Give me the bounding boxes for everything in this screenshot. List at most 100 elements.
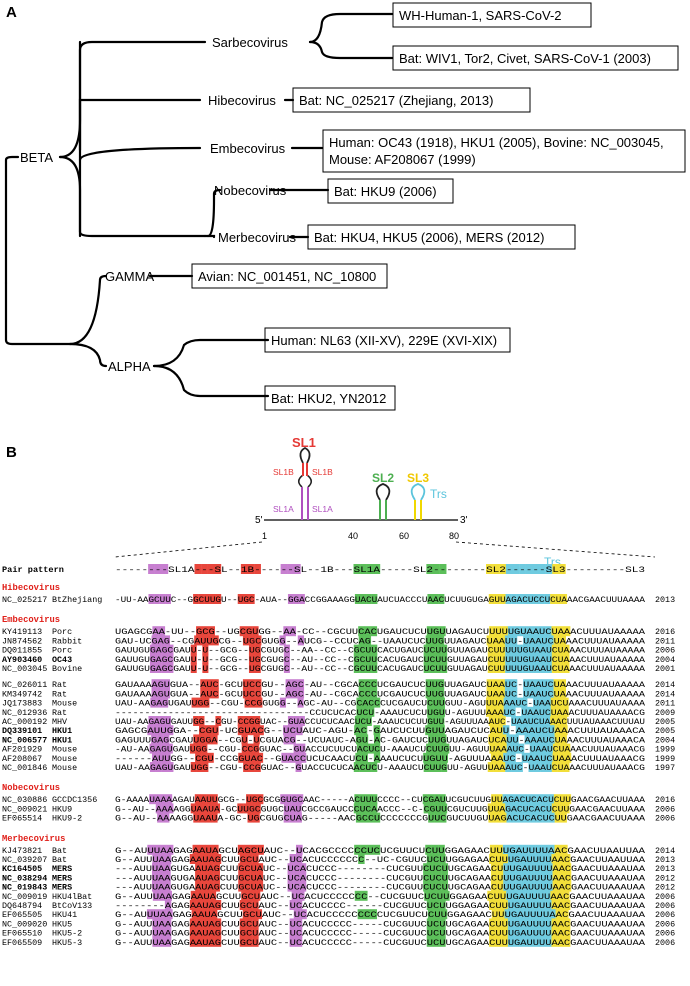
accession: NC_012936 [2,708,47,718]
sequence-highlight [163,812,170,823]
sequence-highlight [360,716,367,726]
sequence-highlight [193,594,199,604]
sequence-highlight [161,803,168,814]
sequence-highlight [152,936,159,947]
sequence-highlight [245,626,253,637]
sequence-highlight [437,635,445,646]
accession: AC_000192 [2,717,47,727]
sequence-highlight [353,663,360,673]
sequence-highlight [152,854,159,864]
sequence-highlight [202,927,209,938]
sequence-highlight [532,854,540,864]
sequence-highlight [526,626,533,637]
leaf-alpha-bat: Bat: HKU2, YN2012 [264,385,396,411]
sequence-highlight [148,594,155,604]
sequence-highlight [551,900,558,910]
sequence-highlight [189,936,197,947]
sequence-highlight [281,752,288,763]
sequence-highlight [511,594,517,604]
sequence-highlight [201,752,208,763]
sequence-highlight [511,803,518,814]
sequence-highlight [562,890,570,901]
panel-b-label: B [6,444,17,461]
sequence-highlight [287,594,294,604]
sequence-highlight [205,725,213,736]
sequence-highlight [512,734,519,745]
sequence-highlight [439,918,446,929]
pair-pattern-highlight [360,564,367,574]
sl1-loop [299,446,311,464]
sequence-highlight [279,635,286,646]
sequence-highlight [535,844,542,855]
sequence-highlight [246,794,252,805]
sequence-highlight [426,900,434,910]
sequence-highlight [522,844,529,855]
sequence-highlight [359,803,366,814]
leaf-hibeco: Bat: NC_025217 (Zhejiang, 2013) [292,87,531,113]
sequence-highlight [202,626,209,637]
sequence-highlight [486,697,493,708]
sequence-highlight [495,927,502,938]
sequence-highlight [528,844,536,855]
sequence-highlight [356,743,363,754]
accession: NC_006577 [2,735,47,745]
sequence-highlight [151,679,158,690]
sequence-highlight [507,918,515,929]
sequence-highlight [208,900,215,910]
node-alpha: ALPHA [108,359,151,374]
sequence-highlight [554,812,561,823]
sequence-highlight [239,918,247,929]
node-embecovirus: Embecovirus [210,141,286,156]
sequence-highlight [549,909,556,920]
leaf-text: Mouse: AF208067 (1999) [329,152,476,167]
sequence-highlight [490,863,498,874]
sequence-highlight [158,872,165,883]
leaf-sarbeco-bat: Bat: WIV1, Tor2, Civet, SARS-CoV-1 (2003… [392,45,679,71]
sequence-highlight [190,890,198,901]
accession: NC_025217 [2,595,47,605]
sequence-highlight [544,706,551,717]
sequence-highlight [289,803,296,814]
year: 2016 [655,627,675,637]
sequence-highlight [354,844,361,855]
sequence: UAU-AAGAGUGAUUGG--CGU-CCGGUGG--AGC-AU--C… [115,699,646,709]
sequence-highlight [254,803,261,814]
sequence-highlight [493,644,500,655]
sequence-highlight [160,725,167,736]
sequence-highlight [441,863,448,874]
sequence-highlight [250,844,258,855]
sequence-highlight [160,794,167,805]
sequence-highlight [154,794,161,805]
sequence-highlight [151,752,159,763]
node-hibecovirus: Hibecovirus [208,93,276,108]
sequence-highlight [155,762,162,772]
sequence-highlight [548,794,555,805]
sequence-highlight [493,803,500,814]
sequence-highlight [212,688,219,699]
sequence: G--AU--AAAAGGUAAUA-GCUUGCGUGCUAUCGCCGAUC… [115,804,646,814]
sequence-highlight [557,762,564,772]
sequence-highlight [509,706,516,717]
sequence: ---AUUUAAGUGAAUAGCUUGCUAUC--UCACUCCC----… [115,883,646,893]
sequence-highlight [429,752,436,763]
sequence-highlight [374,743,381,754]
sequence-highlight [557,644,564,655]
sequence-highlight [494,812,501,823]
sequence-highlight [505,803,512,814]
sequence-highlight [200,794,207,805]
sequence-highlight [193,716,199,726]
accession: KY419113 [2,627,42,637]
sequence-highlight [499,762,506,772]
sequence-highlight [254,716,261,726]
sequence-highlight [423,762,430,772]
sequence-highlight [237,594,244,604]
year: 2014 [655,846,675,856]
sequence-highlight [151,688,158,699]
sequence-highlight [194,794,201,805]
sequence-highlight [254,663,261,673]
accession: NC_001846 [2,763,47,773]
sequence-highlight [291,890,299,901]
sequence-highlight [208,626,215,637]
